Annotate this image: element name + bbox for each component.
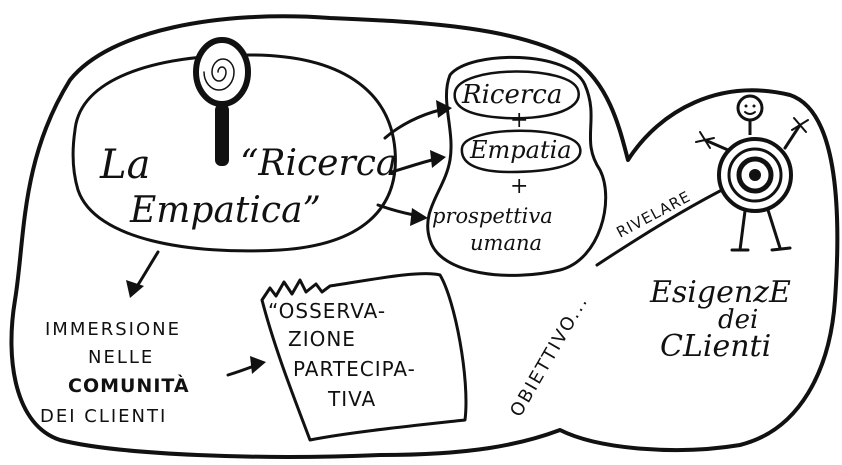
needs-line3: CLienti bbox=[660, 329, 771, 364]
outer-cloud-outline bbox=[9, 14, 840, 459]
needs-line2: dei bbox=[718, 305, 758, 335]
observation-line4: TIVA bbox=[327, 387, 376, 411]
arrow-to-ricerca bbox=[383, 100, 452, 140]
immersion-line1: IMMERSIONE bbox=[45, 319, 181, 340]
immersion-line4: DEI CLIENTI bbox=[40, 406, 167, 427]
arrow-to-observation bbox=[226, 356, 266, 377]
components-bubble bbox=[426, 55, 608, 277]
arrow-to-prospettiva bbox=[376, 203, 428, 226]
component-empatia: Empatia bbox=[469, 136, 572, 164]
observation-line1: “OSSERVA- bbox=[268, 299, 386, 323]
needs-line1: EsigenzE bbox=[649, 275, 791, 310]
ricerca-oval bbox=[453, 70, 580, 120]
component-plus-2: + bbox=[510, 174, 528, 199]
objective-label: OBIETTIVO... bbox=[506, 292, 593, 421]
immersion-line2: NELLE bbox=[88, 347, 154, 368]
title-line2: Empatica” bbox=[129, 190, 321, 231]
immersion-line3: COMUNITÀ bbox=[68, 374, 190, 397]
title-bubble bbox=[71, 53, 397, 253]
arrow-to-immersion bbox=[126, 250, 160, 298]
reveal-label: RIVELARE bbox=[613, 187, 693, 241]
magnifying-glass-icon bbox=[193, 37, 251, 166]
customer-target-figure-icon bbox=[695, 94, 809, 252]
component-plus-1: + bbox=[510, 108, 528, 133]
title-line1: “Ricerca bbox=[240, 143, 397, 184]
observation-box bbox=[260, 272, 468, 442]
arrow-to-empatia bbox=[390, 150, 446, 174]
observation-line2: ZIONE bbox=[288, 327, 356, 351]
component-prospettiva: prospettiva bbox=[432, 204, 553, 228]
title-prefix: La bbox=[99, 142, 150, 188]
component-ricerca: Ricerca bbox=[461, 80, 562, 110]
observation-line3: PARTECIPA- bbox=[293, 357, 416, 381]
component-umana: umana bbox=[470, 231, 542, 255]
empatia-oval bbox=[460, 129, 582, 174]
